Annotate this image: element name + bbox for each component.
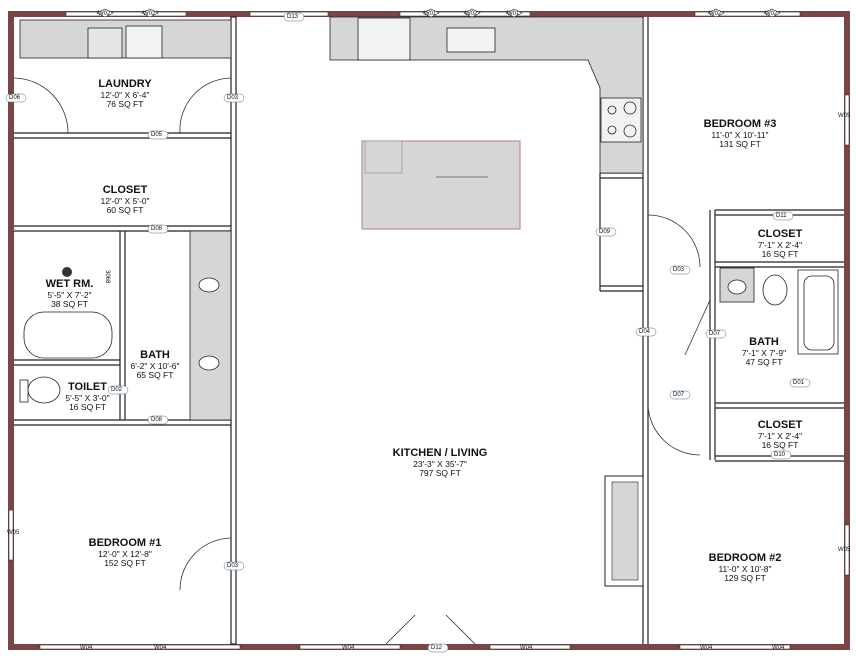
bathtub [23, 311, 113, 359]
room-name: CLOSET [757, 228, 803, 240]
island-sink [364, 140, 403, 174]
room-dims: 5'-5" X 3'-0" [65, 392, 110, 403]
door-tag: D03 [673, 267, 685, 273]
room-name: BATH [140, 349, 170, 361]
kitchen-sink [446, 27, 496, 53]
room-dims: 12'-0" X 6'-4" [100, 89, 150, 100]
door-tag: D10 [774, 452, 786, 458]
room-label-bedroom2: BEDROOM #2 11'-0" X 10'-8" 129 SQ FT [685, 552, 805, 584]
room-label-bedroom3: BEDROOM #3 11'-0" X 10'-11" 131 SQ FT [680, 118, 800, 150]
room-dims: 6'-2" X 10'-6" [130, 360, 180, 371]
door-tag: D12 [431, 645, 443, 651]
fridge [357, 17, 411, 61]
room-dims: 23'-3" X 35'-7" [413, 458, 467, 469]
room-dims: 12'-0" X 5'-0" [100, 195, 150, 206]
room-name: TOILET [68, 381, 107, 393]
room-dims: 5'-5" X 7'-2" [47, 289, 92, 300]
room-name: LAUNDRY [98, 78, 152, 90]
room-label-toilet: TOILET 5'-5" X 3'-0" 16 SQ FT [40, 381, 135, 413]
room-label-bath-left: BATH 6'-2" X 10'-6" 65 SQ FT [115, 349, 195, 381]
vanity [189, 230, 232, 421]
door-tag: D03 [227, 563, 239, 569]
room-name: BATH [749, 336, 779, 348]
room-name: BEDROOM #3 [703, 118, 777, 130]
window-tag: W04 [154, 645, 167, 651]
room-dims: 7'-1" X 7'-9" [741, 347, 787, 358]
window-tag: W05 [838, 547, 851, 553]
room-area: 47 SQ FT [745, 357, 783, 368]
room-name: CLOSET [757, 419, 803, 431]
room-dims: 11'-0" X 10'-11" [711, 129, 769, 140]
room-label-bath-right: BATH 7'-1" X 7'-9" 47 SQ FT [728, 336, 800, 368]
room-area: 65 SQ FT [136, 370, 174, 381]
door-width-label: 3068 [104, 270, 110, 284]
door-tag: D08 [151, 417, 163, 423]
door-tag: D03 [227, 95, 239, 101]
door-tag: D06 [9, 95, 21, 101]
room-name: CLOSET [102, 184, 148, 196]
window-tag: W02 [465, 11, 478, 17]
window-tag: W04 [520, 645, 533, 651]
door-tag-boxes [5, 12, 811, 653]
room-dims: 12'-0" X 12'-8" [98, 548, 152, 559]
room-label-closet-left: CLOSET 12'-0" X 5'-0" 60 SQ FT [70, 184, 180, 216]
door-swings [13, 77, 711, 645]
door-tag: D08 [151, 226, 163, 232]
room-dims: 11'-0" X 10'-8" [718, 563, 772, 574]
door-tag: D07 [709, 331, 721, 337]
room-label-laundry: LAUNDRY 12'-0" X 6'-4" 76 SQ FT [70, 78, 180, 110]
room-name: KITCHEN / LIVING [392, 447, 488, 459]
room-label-wetroom: WET RM. 5'-5" X 7'-2" 38 SQ FT [22, 278, 117, 310]
room-area: 38 SQ FT [51, 299, 88, 310]
window-tag: W04 [80, 645, 93, 651]
shower-head [62, 267, 72, 277]
room-area: 76 SQ FT [106, 99, 144, 110]
washer [125, 25, 163, 59]
window-tag: W01 [507, 11, 520, 17]
room-name: BEDROOM #1 [88, 537, 162, 549]
window-tag: W02 [765, 11, 778, 17]
door-tag: D07 [673, 392, 685, 398]
window-tag: W04 [342, 645, 355, 651]
room-area: 60 SQ FT [106, 205, 144, 216]
door-tag: D01 [793, 380, 805, 386]
room-area: 797 SQ FT [419, 468, 461, 479]
room-area: 16 SQ FT [761, 249, 799, 260]
room-label-kitchen-living: KITCHEN / LIVING 23'-3" X 35'-7" 797 SQ … [370, 447, 510, 479]
room-dims: 7'-1" X 2'-4" [757, 430, 803, 441]
door-tag: D05 [151, 132, 163, 138]
window-tag: W05 [7, 530, 20, 536]
room-name: WET RM. [45, 278, 94, 290]
window-tag: W04 [772, 645, 785, 651]
room-label-bedroom1: BEDROOM #1 12'-0" X 12'-8" 152 SQ FT [60, 537, 190, 569]
room-area: 129 SQ FT [724, 573, 766, 584]
door-tag: D04 [639, 329, 651, 335]
room-area: 152 SQ FT [104, 558, 146, 569]
window-tag: W05 [838, 113, 851, 119]
room-label-closet-right-2: CLOSET 7'-1" X 2'-4" 16 SQ FT [730, 419, 830, 451]
room-dims: 7'-1" X 2'-4" [757, 239, 803, 250]
door-tag: D13 [287, 14, 299, 20]
window-markers [96, 8, 781, 18]
laundry-sink [87, 27, 123, 59]
door-tag: D11 [776, 213, 787, 219]
room-area: 16 SQ FT [761, 440, 799, 451]
room-label-closet-right-1: CLOSET 7'-1" X 2'-4" 16 SQ FT [730, 228, 830, 260]
door-tag: D02 [111, 387, 123, 393]
range-burners [607, 101, 637, 138]
window-tag: W04 [700, 645, 713, 651]
toilet-right [762, 274, 788, 306]
window-tag: W02 [98, 11, 111, 17]
room-area: 16 SQ FT [69, 402, 106, 413]
door-tag: D09 [599, 229, 611, 235]
window-tag: W02 [709, 11, 722, 17]
laundry-counter [19, 19, 232, 59]
room-name: BEDROOM #2 [708, 552, 782, 564]
room-area: 131 SQ FT [719, 139, 761, 150]
window-tag: W02 [143, 11, 156, 17]
window-tag: W01 [424, 11, 437, 17]
